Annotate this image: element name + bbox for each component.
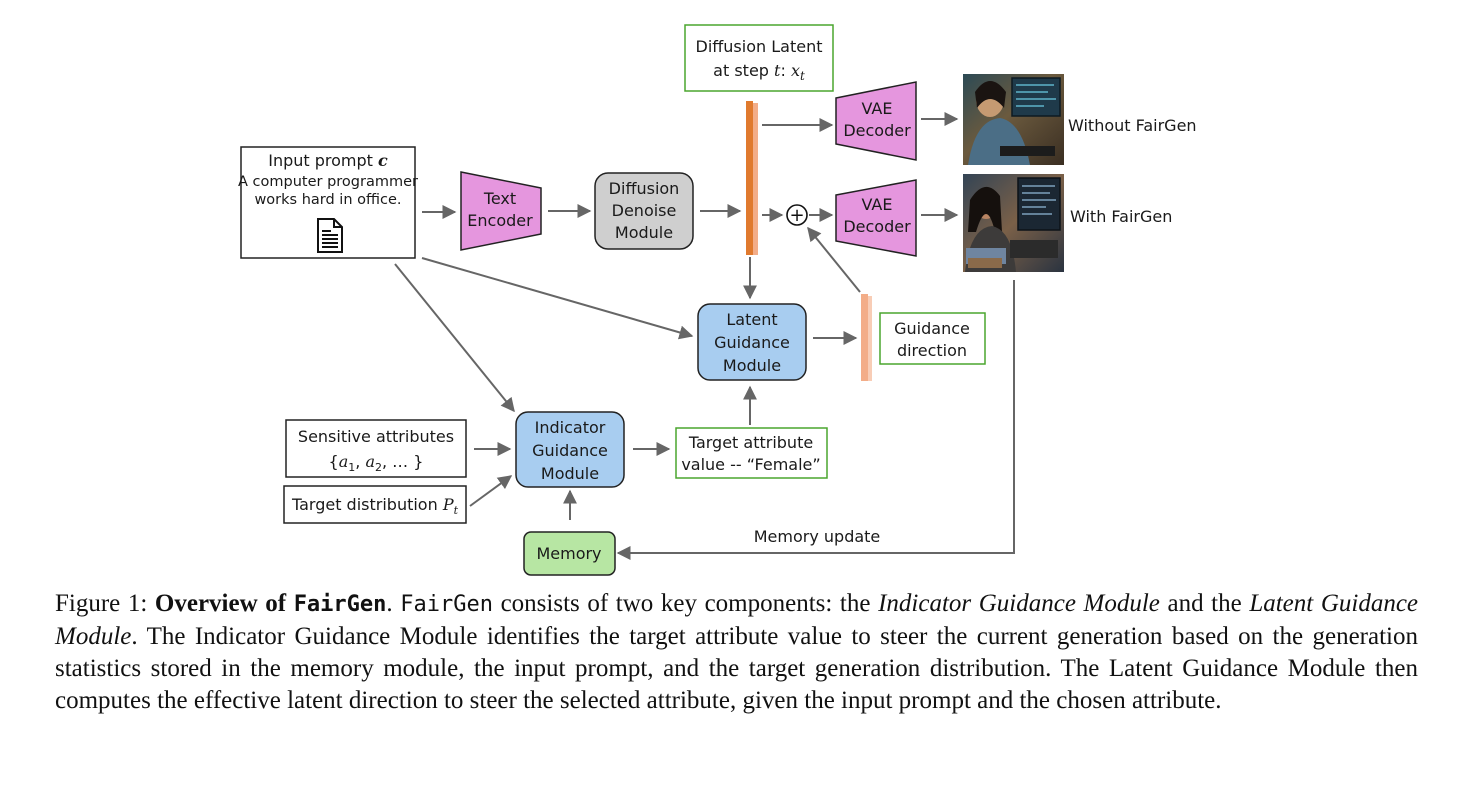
caption-fig-number: Figure 1: xyxy=(55,590,155,617)
text-encoder: Text Encoder xyxy=(460,171,542,251)
target-distribution-var: P xyxy=(442,495,454,514)
text-encoder-line1: Text xyxy=(483,189,516,208)
indicator-guidance-module: Indicator Guidance Module xyxy=(515,411,625,488)
sensitive-rest: , … } xyxy=(382,452,423,471)
caption-part3: . The Indicator Guidance Module identifi… xyxy=(55,623,1418,714)
sensitive-attributes-line1: Sensitive attributes xyxy=(298,427,454,446)
diffusion-latent-prefix: at step xyxy=(713,61,774,80)
arrow-target-dist-to-indicator xyxy=(469,475,513,507)
caption-italic-latent: Latent Guidance Module xyxy=(55,590,1419,650)
svg-text:Input prompt c: Input prompt c xyxy=(268,151,388,170)
latent-guidance-line1: Latent xyxy=(726,310,777,329)
indicator-guidance-line3: Module xyxy=(541,464,599,483)
indicator-guidance-line1: Indicator xyxy=(535,418,606,437)
input-prompt-title: Input prompt xyxy=(268,151,378,170)
vae-decoder-top: VAE Decoder xyxy=(835,81,917,161)
diffusion-latent-var-x: x xyxy=(791,61,800,80)
guidance-direction-line2: direction xyxy=(897,341,967,360)
caption-after-bold: . xyxy=(386,590,401,617)
input-prompt-var: c xyxy=(378,151,388,170)
denoise-line3: Module xyxy=(615,223,673,242)
svg-text:Target distribution Pt: Target distribution Pt xyxy=(291,495,459,517)
caption-part1: consists of two key components: the xyxy=(492,590,879,617)
diffusion-latent-var-t: t xyxy=(774,61,781,80)
arrow-prompt-to-indicator xyxy=(394,263,515,413)
arrow-memory-update xyxy=(616,280,1015,560)
memory-module: Memory xyxy=(523,531,616,576)
target-attribute-line2: value -- “Female” xyxy=(681,455,820,474)
memory-update-label: Memory update xyxy=(754,527,881,546)
sensitive-var-a2: a xyxy=(365,452,375,471)
sensitive-set-open: { xyxy=(329,452,339,471)
guidance-direction-bar xyxy=(861,294,872,381)
diffusion-latent-sub: t xyxy=(800,69,805,83)
latent-guidance-line3: Module xyxy=(723,356,781,375)
caption-bold-title: Overview of FairGen xyxy=(154,590,387,617)
memory-label: Memory xyxy=(536,544,601,563)
output-image-without-fairgen xyxy=(963,74,1064,165)
caption-part2: and the xyxy=(1159,590,1250,617)
denoise-line2: Denoise xyxy=(612,201,677,220)
vae-decoder-bottom: VAE Decoder xyxy=(835,179,917,257)
plus-operator: + xyxy=(786,204,808,226)
text-encoder-line2: Encoder xyxy=(467,211,533,230)
diffusion-denoise-module: Diffusion Denoise Module xyxy=(594,172,694,250)
caption-italic-indicator: Indicator Guidance Module xyxy=(878,590,1160,617)
input-prompt-line2: works hard in office. xyxy=(254,192,401,208)
denoise-line1: Diffusion xyxy=(609,179,680,198)
vae-bottom-line2: Decoder xyxy=(843,217,911,236)
vae-top-line1: VAE xyxy=(862,99,893,118)
caption-mono-name: FairGen xyxy=(400,592,493,617)
diffusion-latent-sep: : xyxy=(780,61,790,80)
sensitive-comma: , xyxy=(355,452,365,471)
latent-guidance-module: Latent Guidance Module xyxy=(697,303,807,381)
figure-caption: Figure 1: Overview of FairGen. FairGen c… xyxy=(55,588,1418,717)
target-distribution-box: Target distribution Pt xyxy=(283,485,467,524)
svg-text:at step t: xt: at step t: xt xyxy=(713,61,805,83)
diffusion-latent-label: Diffusion Latent at step t: xt xyxy=(684,24,834,92)
guidance-direction-label: Guidance direction xyxy=(879,312,986,365)
diffusion-latent-line1: Diffusion Latent xyxy=(696,37,823,56)
latent-bar xyxy=(746,101,758,255)
arrow-direction-to-plus xyxy=(807,226,861,293)
latent-guidance-line2: Guidance xyxy=(714,333,790,352)
target-attribute-label: Target attribute value -- “Female” xyxy=(675,427,828,479)
output-image-with-fairgen xyxy=(963,174,1064,272)
target-distribution-text: Target distribution xyxy=(291,495,443,514)
indicator-guidance-line2: Guidance xyxy=(532,441,608,460)
guidance-direction-line1: Guidance xyxy=(894,319,970,338)
sensitive-var-a1: a xyxy=(339,452,349,471)
fairgen-diagram: Input prompt c A computer programmer wor… xyxy=(238,24,1197,576)
sensitive-sub2: 2 xyxy=(375,461,382,474)
input-prompt-line1: A computer programmer xyxy=(238,174,418,190)
plus-symbol: + xyxy=(789,205,804,226)
input-prompt-box: Input prompt c A computer programmer wor… xyxy=(238,146,418,259)
arrows xyxy=(394,112,1015,560)
target-distribution-sub: t xyxy=(454,504,459,517)
sensitive-sub1: 1 xyxy=(348,461,355,474)
arrow-prompt-to-latent-guidance xyxy=(421,257,694,340)
output-with-label: With FairGen xyxy=(1070,207,1172,226)
output-without-label: Without FairGen xyxy=(1068,116,1197,135)
vae-top-line2: Decoder xyxy=(843,121,911,140)
vae-bottom-line1: VAE xyxy=(862,195,893,214)
target-attribute-line1: Target attribute xyxy=(688,433,813,452)
sensitive-attributes-box: Sensitive attributes {a1, a2, … } xyxy=(285,419,467,478)
document-icon xyxy=(317,218,343,253)
svg-text:{a1, a2, … }: {a1, a2, … } xyxy=(329,452,424,474)
